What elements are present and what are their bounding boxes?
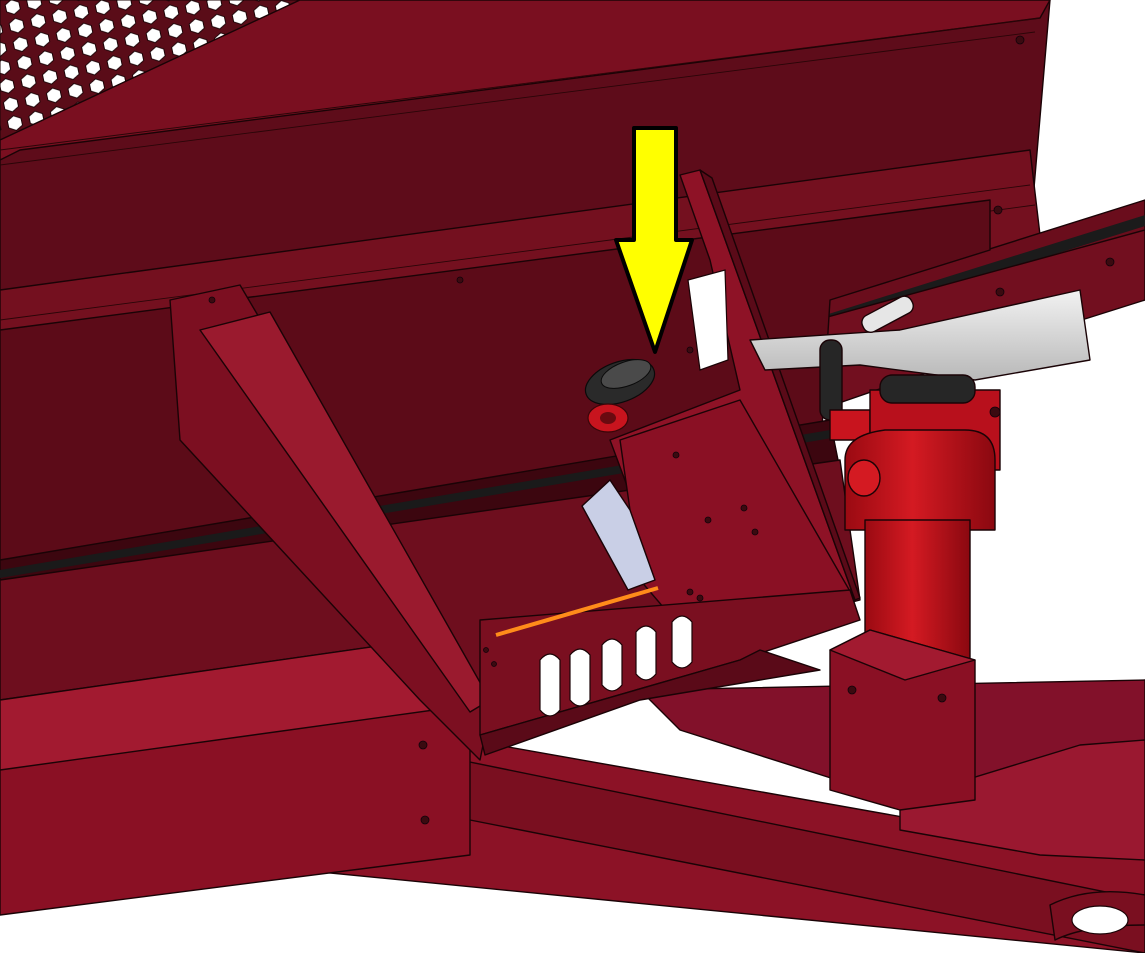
highlight-edge [495, 586, 659, 637]
callout-arrow-icon [614, 126, 694, 354]
adjustment-slots [539, 615, 693, 717]
left-beam [0, 639, 471, 916]
jack-mechanism [749, 289, 1091, 811]
spacer-plate [581, 479, 656, 591]
support-bracket [479, 169, 861, 756]
chassis [299, 679, 1145, 953]
roller-wheel [584, 358, 656, 433]
